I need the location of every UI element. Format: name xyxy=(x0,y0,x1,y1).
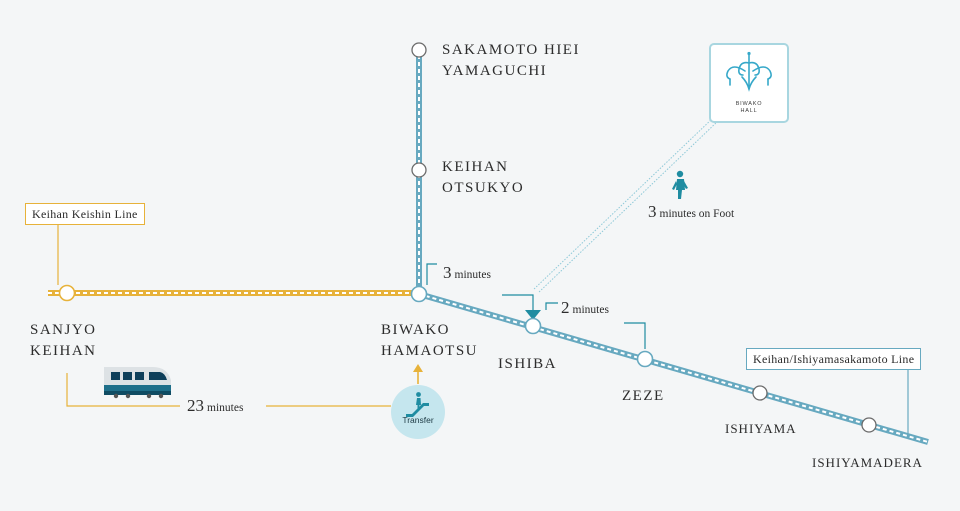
logo-text-line-2: HALL xyxy=(740,108,758,114)
walk-route-b xyxy=(537,120,719,294)
station-node-zeze[interactable] xyxy=(636,350,654,368)
station-label-line-2: KEIHAN xyxy=(30,343,97,359)
station-label-line-1: KEIHAN xyxy=(442,159,509,175)
bracket-2min-left xyxy=(545,302,558,310)
biwako-hall-logo[interactable]: BIWAKO HALL xyxy=(709,43,789,123)
time-value: 3 xyxy=(443,263,452,282)
station-label-biwako-hamaotsu: BIWAKO HAMAOTSU xyxy=(381,320,478,362)
transfer-label: Transfer xyxy=(402,415,434,425)
walk-arrow-head xyxy=(525,310,541,320)
walk-route-a xyxy=(532,117,714,291)
pedestrian-icon xyxy=(672,170,688,199)
transfer-arrow-head xyxy=(413,364,423,372)
station-label-sanjyo-keihan: SANJYO KEIHAN xyxy=(30,320,97,362)
sakamoto-line-south-dash xyxy=(418,293,929,443)
station-node-ishiyama[interactable] xyxy=(752,385,768,401)
time-unit: minutes xyxy=(207,402,244,414)
station-label-line-2: HAMAOTSU xyxy=(381,343,479,359)
time-unit: minutes on Foot xyxy=(659,208,735,220)
station-node-sanjyo-keihan[interactable] xyxy=(58,284,76,302)
station-node-sakamoto-hiei-yamaguchi[interactable] xyxy=(411,42,427,58)
time-unit: minutes xyxy=(572,304,609,316)
station-label-line-1: BIWAKO xyxy=(381,322,450,338)
escalator-person-icon xyxy=(406,392,429,417)
biwako-hall-emblem-icon xyxy=(726,51,772,92)
station-label-sakamoto-hiei-yamaguchi: SAKAMOTO HIEI YAMAGUCHI xyxy=(442,40,580,82)
station-label-keihan-otsukyo: KEIHAN OTSUKYO xyxy=(442,157,524,199)
bracket-3min-left xyxy=(426,263,437,285)
train-icon xyxy=(104,367,171,399)
station-label-ishiyama: ISHIYAMA xyxy=(725,421,797,436)
station-node-biwako-hamaotsu[interactable] xyxy=(410,285,428,303)
station-node-ishiba[interactable] xyxy=(524,317,542,335)
station-node-keihan-otsukyo[interactable] xyxy=(411,162,427,178)
line-label-ishiyamasakamoto: Keihan/Ishiyamasakamoto Line xyxy=(746,348,922,370)
station-label-line-2: OTSUKYO xyxy=(442,180,525,196)
transfer-badge: Transfer xyxy=(391,385,445,439)
station-node-ishiyamadera[interactable] xyxy=(861,417,877,433)
station-label-line-1: SANJYO xyxy=(30,322,97,338)
station-label-line-1: SAKAMOTO HIEI xyxy=(442,42,580,58)
logo-text-line-1: BIWAKO xyxy=(735,101,763,107)
station-label-ishiba: ISHIBA xyxy=(498,356,558,372)
time-value: 3 xyxy=(648,202,657,221)
time-unit: minutes xyxy=(454,269,491,281)
time-value: 2 xyxy=(561,298,570,317)
station-label-line-2: YAMAGUCHI xyxy=(442,63,548,79)
bracket-3min-right xyxy=(502,294,534,316)
train-time-bracket-left xyxy=(66,373,180,407)
bracket-2min-right xyxy=(624,322,646,349)
station-label-zeze: ZEZE xyxy=(622,388,665,404)
station-label-ishiyamadera: ISHIYAMADERA xyxy=(812,455,923,470)
time-value: 23 xyxy=(187,396,204,415)
line-label-keishin: Keihan Keishin Line xyxy=(25,203,145,225)
